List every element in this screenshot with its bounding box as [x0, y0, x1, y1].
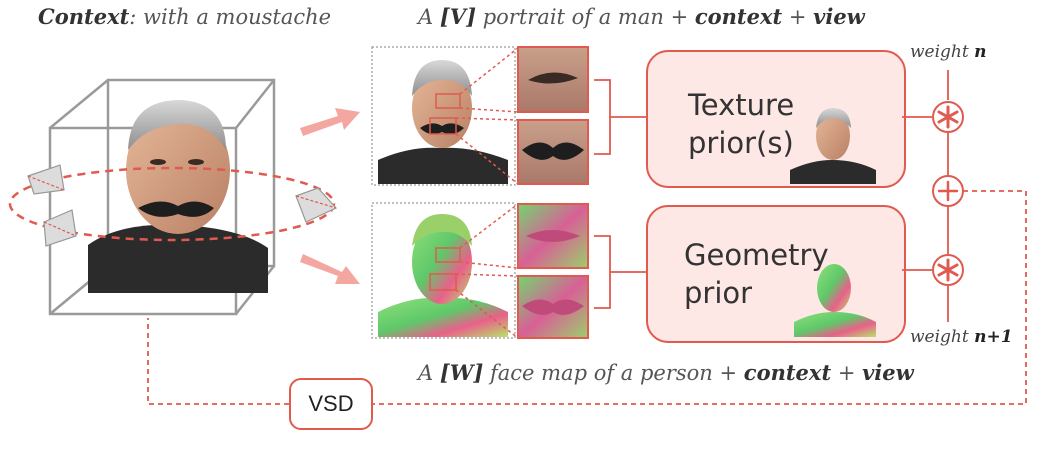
texture-crop-box-mouth	[429, 117, 457, 135]
head-3d-model	[88, 100, 268, 293]
camera-frustum-3	[295, 187, 337, 223]
bottom-prompt: A [W] face map of a person + context + v…	[418, 360, 914, 385]
context-caption-text: : with a moustache	[129, 5, 332, 29]
arrow-to-geometry	[300, 254, 360, 284]
geometry-crop-box-mouth	[429, 273, 457, 291]
bottom-prompt-plus: +	[831, 361, 863, 385]
top-prompt-view: view	[813, 4, 865, 29]
combination-lines	[902, 70, 949, 322]
camera-orbit	[8, 166, 336, 242]
geometry-prior-thumbnail	[794, 264, 876, 337]
multiply-operator-top	[932, 101, 964, 133]
top-prompt-mid: portrait of a man +	[476, 5, 695, 29]
arrow-to-texture	[300, 108, 360, 136]
geometry-crop-box-eye	[435, 247, 461, 263]
bracket-to-texture-prior	[594, 79, 646, 155]
weight-bottom-var: n+1	[974, 327, 1013, 347]
context-caption-label: Context	[38, 4, 130, 29]
texture-prior-thumbnail	[790, 108, 876, 184]
top-prompt-token: [V]	[439, 4, 477, 29]
geometry-prior-label: Geometry prior	[684, 238, 829, 310]
bottom-prompt-pre: A	[418, 361, 440, 385]
bottom-prompt-view: view	[862, 360, 914, 385]
context-caption: Context: with a moustache	[38, 4, 331, 29]
top-prompt-plus: +	[782, 5, 814, 29]
weight-top-prefix: weight	[910, 42, 975, 62]
vsd-box: VSD	[289, 378, 373, 430]
bottom-prompt-mid: face map of a person +	[483, 361, 744, 385]
weight-top-var: n	[974, 42, 987, 62]
vsd-feedback-path	[147, 190, 1027, 405]
bottom-prompt-token: [W]	[439, 360, 484, 385]
camera-frustum-1	[27, 164, 65, 195]
camera-frustum-2	[43, 209, 77, 247]
bracket-to-geometry-prior	[594, 235, 646, 309]
top-prompt-pre: A	[418, 5, 440, 29]
texture-crop-box-eye	[435, 93, 461, 109]
bottom-prompt-context: context	[743, 360, 832, 385]
top-prompt-context: context	[694, 4, 783, 29]
texture-prior-label: Texture prior(s)	[688, 88, 795, 160]
add-operator	[932, 175, 964, 207]
weight-top-label: weight n	[910, 42, 987, 62]
weight-bottom-prefix: weight	[910, 327, 975, 347]
weight-bottom-label: weight n+1	[910, 327, 1013, 347]
vsd-label: VSD	[308, 391, 354, 416]
multiply-operator-bottom	[932, 254, 964, 286]
top-prompt: A [V] portrait of a man + context + view	[418, 4, 865, 29]
